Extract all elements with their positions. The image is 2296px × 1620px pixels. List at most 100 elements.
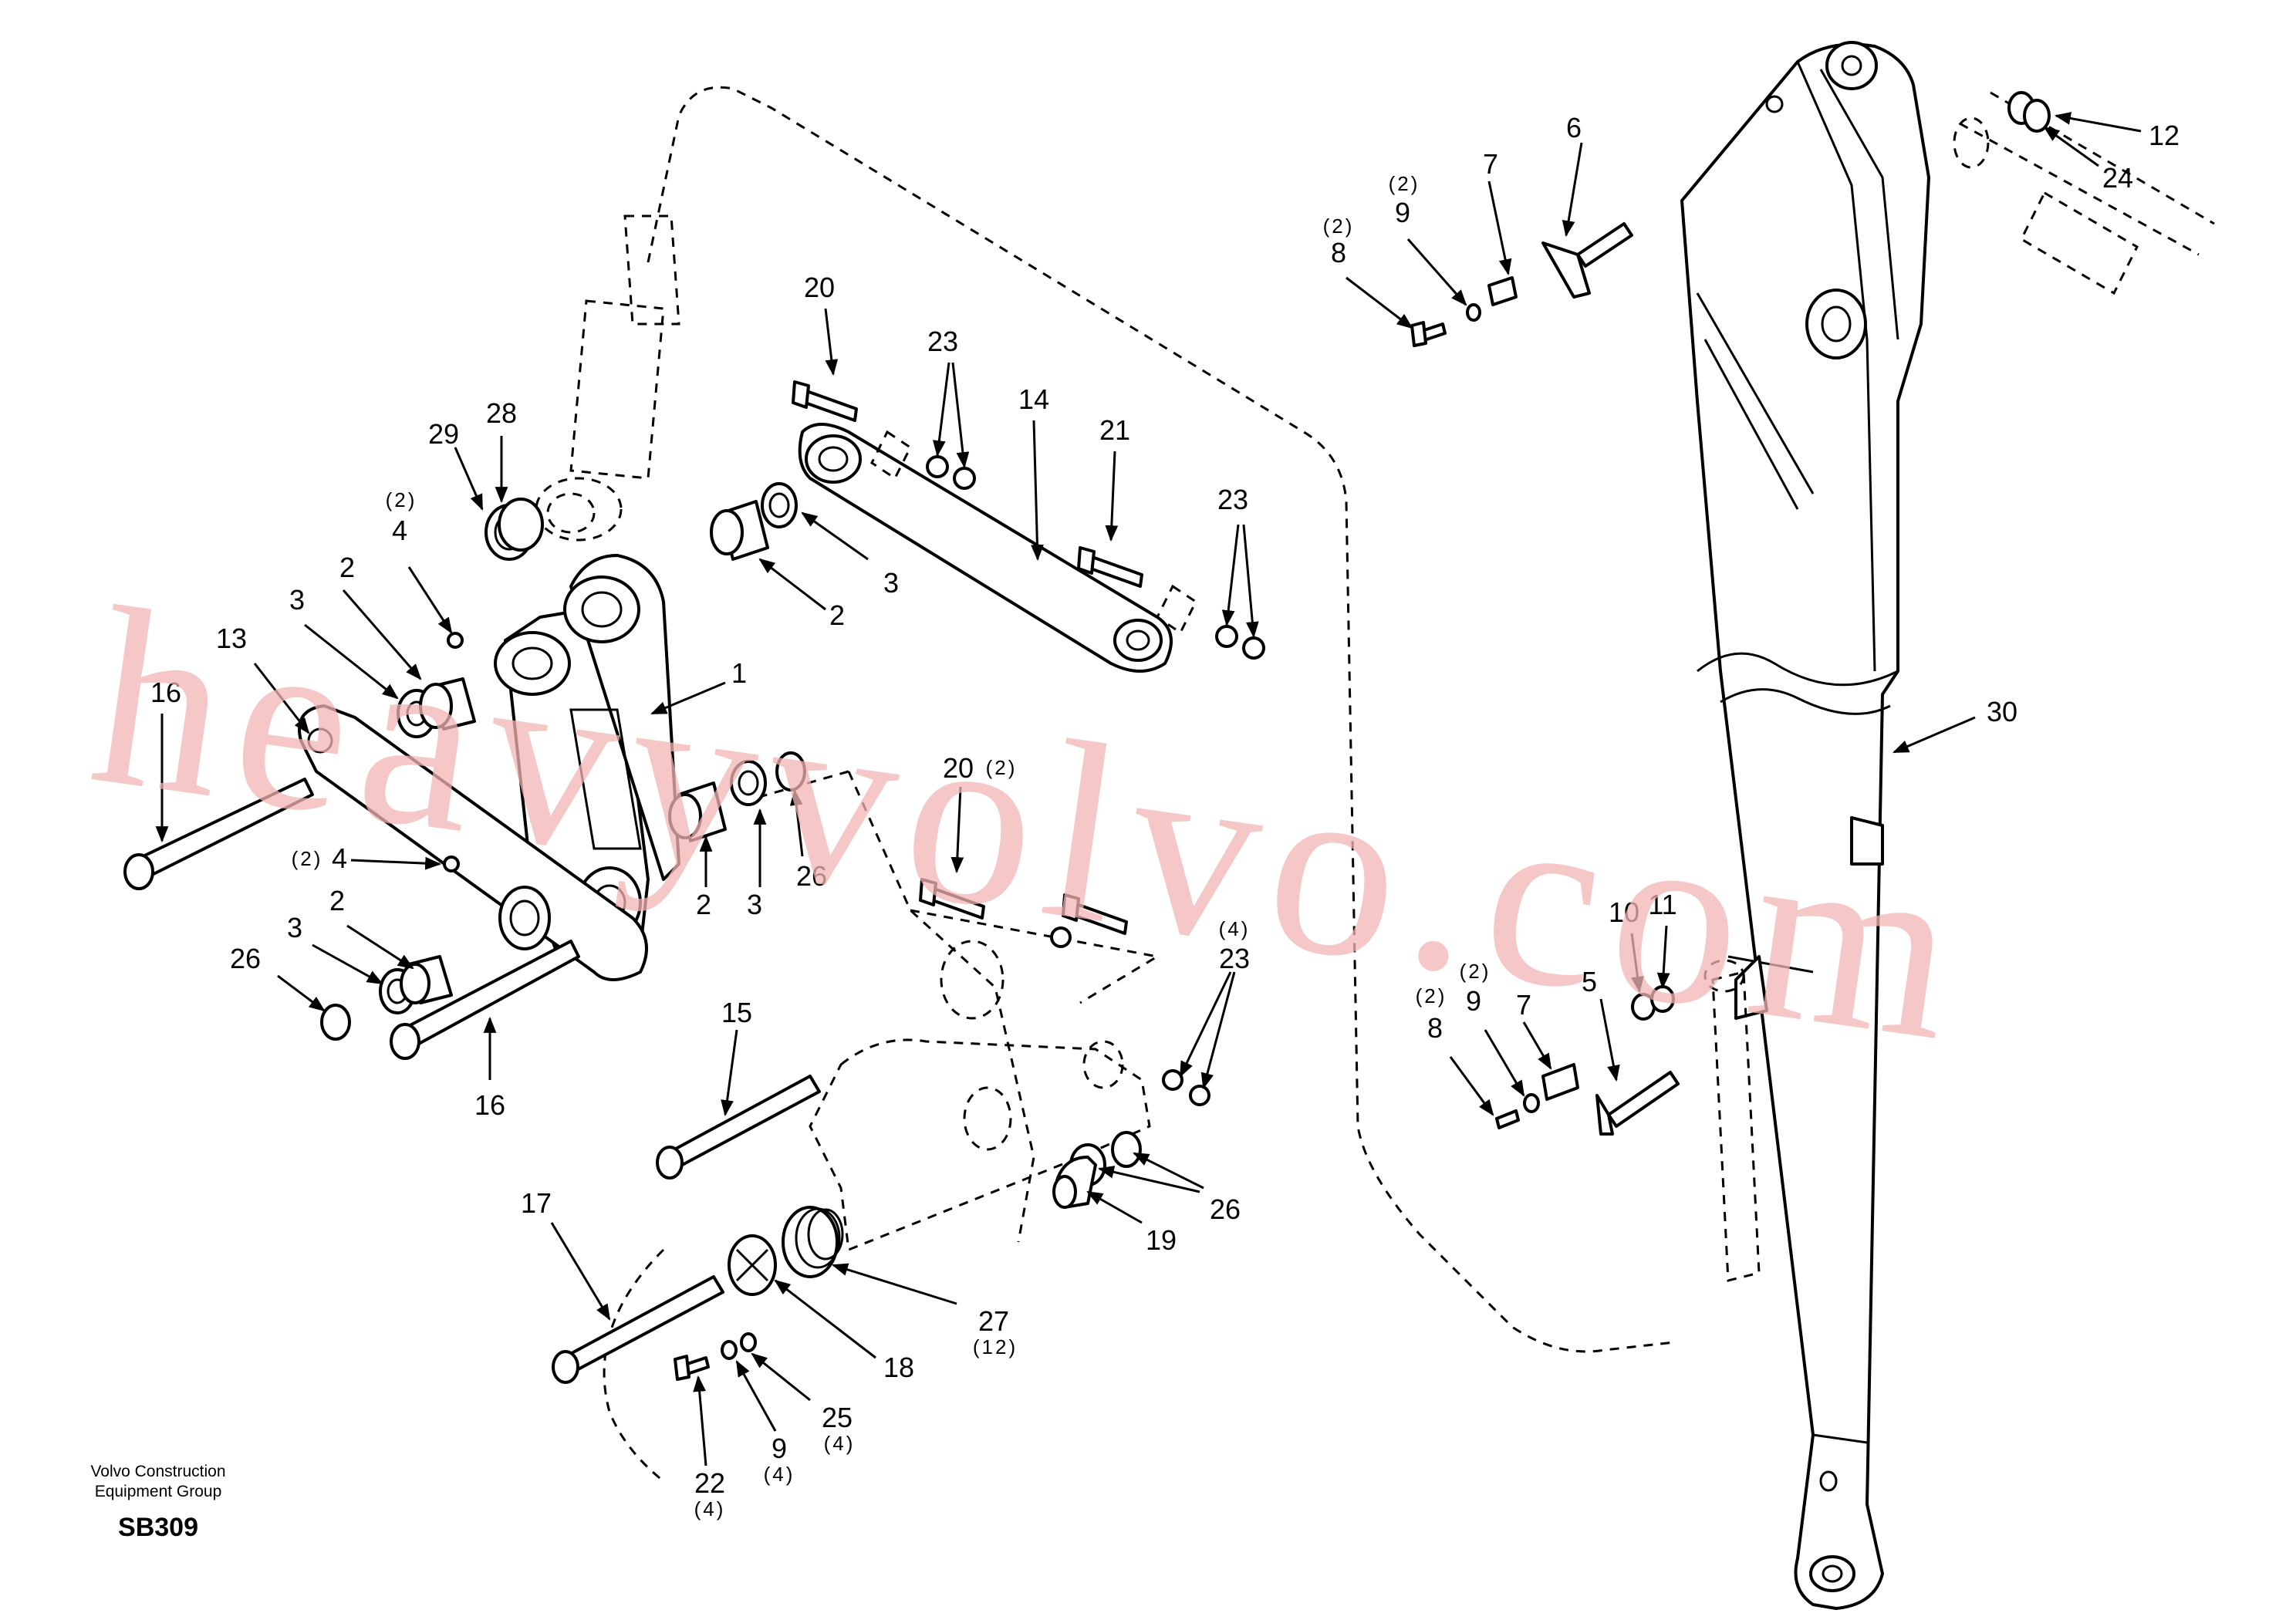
callout-13: 13 (216, 623, 247, 654)
callout-30: 30 (1987, 696, 2017, 727)
leader-26c-2 (1133, 1152, 1204, 1190)
callout-4b-qty: (2) (292, 847, 323, 870)
callout-16a: 16 (150, 677, 181, 708)
callout-3b: 3 (883, 567, 899, 599)
callout-9c-qty: (4) (764, 1463, 795, 1486)
callout-23b: 23 (1217, 484, 1248, 515)
leader-27 (831, 1263, 957, 1305)
leader-2a (342, 589, 422, 680)
bucket-bracket-hidden (809, 940, 1151, 1252)
callout-21: 21 (1099, 414, 1130, 446)
callout-6: 6 (1566, 112, 1582, 143)
leader-30 (1893, 716, 1976, 754)
leader-21 (1105, 451, 1119, 542)
pin-part-16-lower (390, 940, 580, 1060)
spacer-part-19 (1052, 1156, 1097, 1209)
callout-10: 10 (1609, 896, 1639, 928)
callout-3c: 3 (747, 889, 762, 920)
callout-2b: 2 (829, 599, 845, 631)
callout-9b-qty: (2) (1460, 960, 1491, 983)
arm-part-30 (1680, 41, 1930, 1610)
bolts-and-nuts (443, 276, 1579, 1381)
callout-9c: 9 (772, 1433, 787, 1464)
drawing-caption: Volvo Construction Equipment Group SB309 (31, 1462, 285, 1543)
callout-7a: 7 (1483, 148, 1498, 180)
callout-1: 1 (731, 657, 747, 689)
callout-23c-qty: (4) (1219, 917, 1251, 940)
callout-20b-qty: (2) (986, 756, 1018, 779)
callout-3d: 3 (287, 912, 302, 943)
callout-11: 11 (1648, 889, 1676, 920)
callout-18: 18 (883, 1352, 914, 1383)
callout-19: 19 (1146, 1224, 1177, 1256)
leader-3a (304, 623, 399, 700)
callout-25-qty: (4) (824, 1432, 856, 1455)
drawing-code: SB309 (118, 1513, 198, 1542)
callout-5: 5 (1582, 966, 1597, 997)
cylinder-rod-hidden (535, 214, 680, 542)
leader-4b (350, 856, 442, 870)
callout-4a: 4 (392, 515, 407, 546)
callout-26c: 26 (1210, 1193, 1241, 1225)
link-bar-part-14 (798, 423, 1197, 673)
leader-8b (1449, 1056, 1494, 1116)
callout-20b: 20 (943, 752, 974, 784)
callout-16b: 16 (474, 1089, 505, 1121)
leader-9c (735, 1360, 777, 1432)
leader-26b (277, 974, 326, 1012)
callout-27: 27 (978, 1305, 1009, 1337)
leader-lines (155, 112, 2142, 1466)
callout-26b: 26 (230, 943, 261, 974)
callout-4a-qty: (2) (386, 488, 417, 511)
leader-24 (2043, 126, 2099, 167)
callout-15: 15 (721, 997, 752, 1028)
leader-26c-1 (1097, 1166, 1200, 1193)
callout-14: 14 (1018, 383, 1049, 415)
callout-27-qty: (12) (973, 1335, 1018, 1358)
callout-8a-qty: (2) (1323, 214, 1355, 238)
callout-9a: 9 (1395, 197, 1410, 228)
callout-9a-qty: (2) (1389, 172, 1420, 195)
pin-part-6 (1541, 222, 1633, 299)
callout-29: 29 (428, 418, 459, 450)
callout-22-qty: (4) (694, 1497, 726, 1520)
leader-20a (824, 308, 839, 376)
leader-3b (801, 511, 869, 561)
pin-part-17 (552, 1275, 724, 1384)
callout-labels: 1 2 2 2 2 3 3 3 3 (2) 4 (2) 4 5 6 7 7 (2… (150, 112, 2180, 1520)
leader-23b-left (1221, 524, 1240, 627)
callout-22: 22 (694, 1467, 725, 1499)
leader-7b (1522, 1021, 1552, 1070)
leader-5 (1599, 998, 1620, 1082)
watermark-text: heavyvolvo.com (79, 555, 1984, 1096)
leader-11 (1656, 925, 1670, 990)
callout-26a: 26 (796, 860, 827, 892)
leader-23a-right (951, 362, 970, 469)
pin-part-5 (1595, 1071, 1680, 1136)
leader-15 (721, 1029, 738, 1117)
leader-8a (1346, 276, 1413, 329)
caption-company-line-1: Volvo Construction (90, 1463, 226, 1480)
leader-14 (1031, 420, 1044, 562)
link-plate-part-13 (298, 704, 648, 981)
leader-12 (2054, 112, 2142, 133)
leader-13 (253, 663, 310, 734)
callout-8b-qty: (2) (1416, 984, 1447, 1007)
leader-4a (407, 566, 453, 634)
callout-28: 28 (486, 397, 517, 429)
leader-23a-left (933, 362, 950, 457)
pin-part-15 (656, 1075, 821, 1180)
callout-20a: 20 (804, 272, 835, 303)
leader-9b (1484, 1029, 1525, 1097)
callout-9b: 9 (1466, 985, 1481, 1017)
callout-17: 17 (521, 1187, 552, 1219)
callout-2d: 2 (329, 885, 345, 916)
leader-23c-right (1200, 971, 1236, 1090)
leader-23b-right (1242, 524, 1259, 639)
shim-part-18-27 (728, 1206, 844, 1296)
leader-1 (650, 681, 726, 715)
leader-17 (550, 1222, 611, 1321)
callout-3a: 3 (289, 584, 305, 616)
